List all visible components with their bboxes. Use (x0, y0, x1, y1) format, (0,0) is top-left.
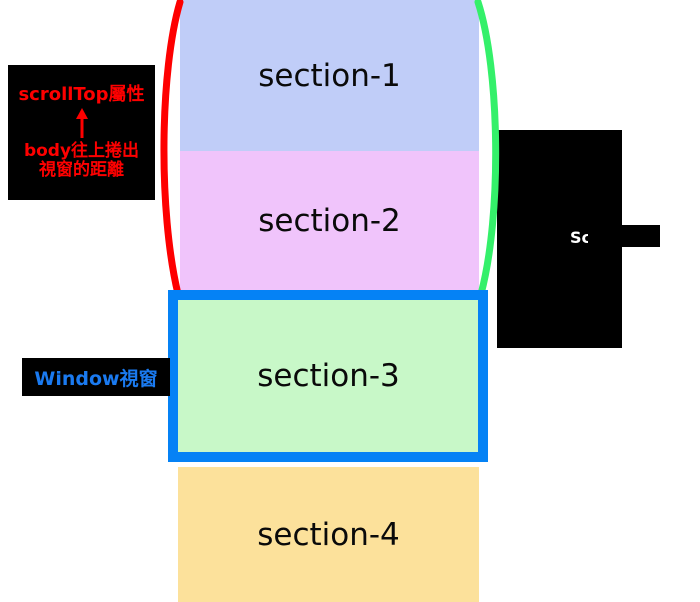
arrow-up-icon (74, 108, 90, 139)
left-red-brace-arc (160, 0, 184, 298)
section-2-label: section-2 (258, 202, 401, 239)
section-block-2: section-2 (180, 151, 479, 290)
section-block-3: section-3 (178, 300, 479, 452)
scrolltop-annotation-line3: 視窗的距離 (39, 160, 124, 181)
section-block-1: section-1 (180, 0, 479, 151)
scroll-right-redaction-bar-2 (622, 225, 660, 247)
scrolltop-annotation-box: scrollTop屬性 body往上捲出 視窗的距離 (8, 65, 155, 200)
scrolltop-annotation-line2: body往上捲出 (23, 141, 140, 162)
window-annotation-box: Window視窗 (22, 358, 170, 396)
scrolltop-annotation-line1: scrollTop屬性 (18, 83, 145, 105)
scroll-right-annotation-label: Sc (570, 228, 592, 247)
section-1-label: section-1 (258, 57, 401, 94)
section-block-4: section-4 (178, 467, 479, 602)
right-green-brace-arc (474, 0, 500, 298)
section-4-label: section-4 (257, 516, 400, 553)
window-annotation-label: Window視窗 (34, 367, 158, 390)
window-viewport-frame (168, 290, 488, 462)
section-3-label: section-3 (257, 358, 400, 394)
